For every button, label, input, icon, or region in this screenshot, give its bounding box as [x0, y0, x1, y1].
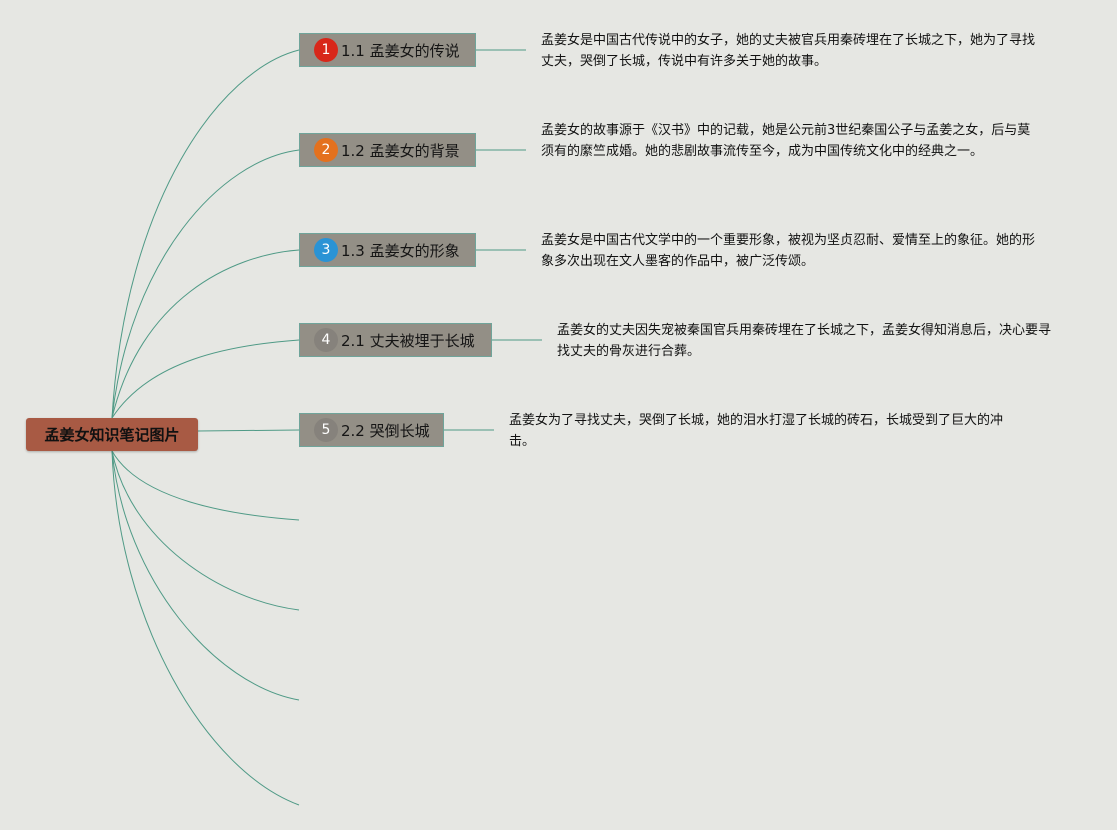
topic-note-1: 孟姜女是中国古代传说中的女子，她的丈夫被官兵用秦砖埋在了长城之下，她为了寻找丈夫…	[541, 33, 1036, 69]
topic-node-1[interactable]: 1 1.1 孟姜女的传说	[299, 33, 476, 67]
topic-note-2: 孟姜女的故事源于《汉书》中的记载，她是公元前3世纪秦国公子与孟姜之女，后与莫须有…	[541, 123, 1031, 159]
topic-label: 1.3 孟姜女的形象	[341, 241, 460, 260]
connector-root-topic-2	[111, 149, 300, 419]
number-4-icon: 4	[314, 328, 338, 352]
topic-label: 2.1 丈夫被埋于长城	[341, 331, 475, 350]
root-node[interactable]: 孟姜女知识笔记图片	[26, 418, 198, 451]
connector-root-empty-2	[111, 450, 300, 611]
topic-node-3[interactable]: 3 1.3 孟姜女的形象	[299, 233, 476, 267]
topic-note-3: 孟姜女是中国古代文学中的一个重要形象，被视为坚贞忍耐、爱情至上的象征。她的形象多…	[541, 233, 1036, 269]
number-3-icon: 3	[314, 238, 338, 262]
topic-label: 1.1 孟姜女的传说	[341, 41, 460, 60]
connector-root-empty-1	[111, 450, 300, 521]
connector-root-topic-3	[111, 249, 300, 419]
topic-label: 1.2 孟姜女的背景	[341, 141, 460, 160]
topic-label: 2.2 哭倒长城	[341, 421, 430, 440]
connector-root-topic-1	[111, 49, 300, 419]
topic-node-4[interactable]: 4 2.1 丈夫被埋于长城	[299, 323, 492, 357]
number-5-icon: 5	[314, 418, 338, 442]
number-1-icon: 1	[314, 38, 338, 62]
connector-root-empty-3	[111, 450, 300, 701]
topic-node-2[interactable]: 2 1.2 孟姜女的背景	[299, 133, 476, 167]
topic-note-4: 孟姜女的丈夫因失宠被秦国官兵用秦砖埋在了长城之下，孟姜女得知消息后，决心要寻找丈…	[557, 323, 1052, 359]
connector-root-topic-5	[197, 429, 300, 432]
connector-root-topic-4	[111, 339, 300, 419]
topic-node-5[interactable]: 5 2.2 哭倒长城	[299, 413, 444, 447]
number-2-icon: 2	[314, 138, 338, 162]
connector-root-empty-4	[111, 450, 300, 806]
topic-note-5: 孟姜女为了寻找丈夫，哭倒了长城，她的泪水打湿了长城的砖石，长城受到了巨大的冲击。	[509, 413, 1004, 449]
